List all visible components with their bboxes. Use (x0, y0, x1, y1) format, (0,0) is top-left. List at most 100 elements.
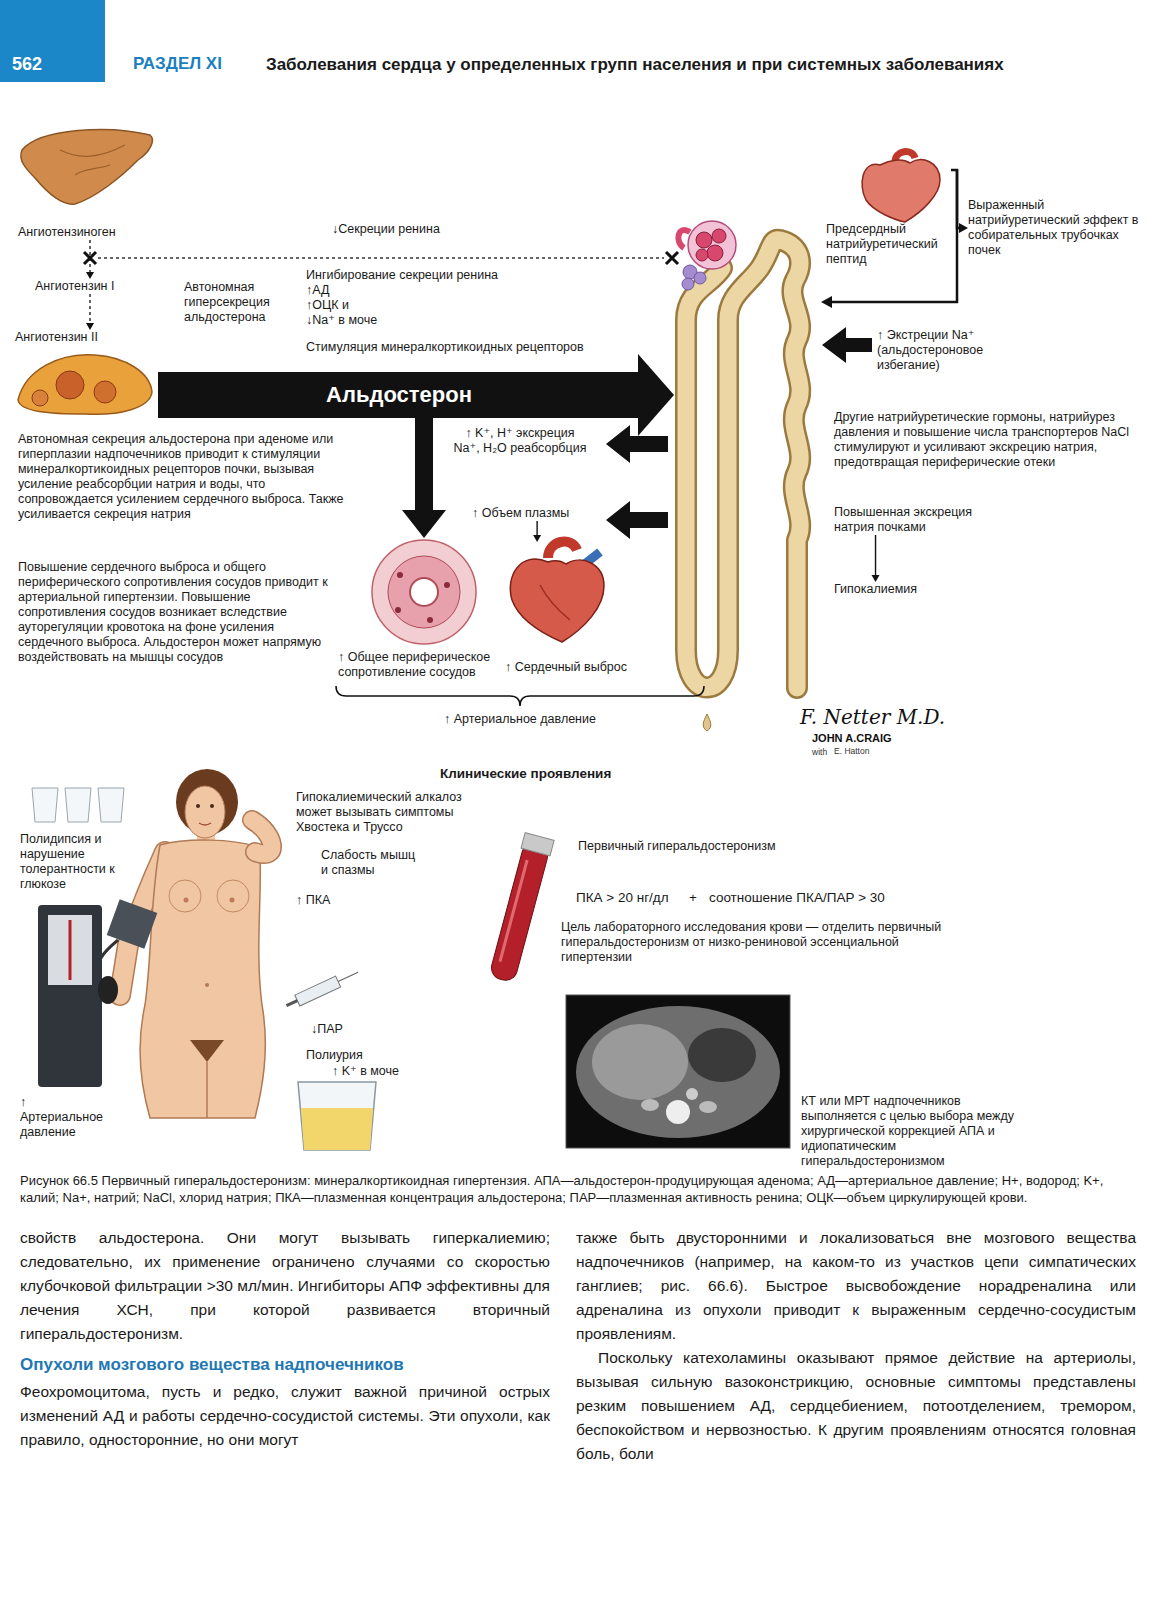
arrow-head (638, 354, 674, 436)
connector-line (415, 418, 433, 516)
arrow-head (86, 272, 94, 279)
annotation: Автономная гиперсекреция альдостерона (184, 280, 279, 325)
block-arrow (606, 425, 668, 463)
juxtaglomerular-cell (694, 272, 706, 284)
text-column: свойств альдостерона. Они могут вызывать… (20, 1226, 550, 1452)
arm-outline (252, 820, 272, 854)
dotted-line (98, 257, 664, 258)
torso (140, 840, 265, 1118)
vessel-lumen (410, 578, 438, 606)
annotation: Ингибирование секреции ренина (306, 268, 498, 283)
syringe-barrel (295, 976, 341, 1006)
effect-note: Выраженный натрийуретический эффект в со… (968, 198, 1148, 258)
face (185, 786, 225, 838)
water-glass (65, 788, 91, 822)
water-glass (32, 788, 58, 822)
annotation: ↑ОЦК и (306, 298, 349, 313)
node-text: ↑ Объем плазмы (472, 506, 569, 521)
arrow-connector (402, 418, 446, 538)
excretion-note: Повышенная экскреция натрия почками (834, 505, 1014, 535)
tube-cap (521, 833, 554, 856)
aorta (548, 542, 577, 558)
ct-liver (592, 1024, 688, 1100)
annotation: Цель лабораторного исследования крови — … (561, 920, 946, 965)
body-text: Феохромоцитома, пусть и редко, служит ва… (20, 1380, 550, 1452)
water-glass (98, 788, 124, 822)
connector-line (536, 521, 537, 536)
ct-scan (566, 995, 790, 1148)
connector-line (875, 535, 876, 576)
annotation: ↑ ПКА (296, 893, 330, 908)
lab-criterion: ПКА > 20 нг/дл (576, 890, 669, 906)
leg-line (206, 1062, 208, 1118)
annotation: ↓Na⁺ в моче (306, 313, 377, 328)
atrial-heart: Предсердный натрийуретический пептид (826, 150, 951, 267)
body-text: свойств альдостерона. Они могут вызывать… (20, 1226, 550, 1346)
cell-nucleus (397, 572, 403, 578)
adenoma-nodule (32, 390, 48, 406)
syringe-needle (338, 972, 358, 981)
capillary-loop (707, 245, 723, 261)
tube-highlight (500, 860, 527, 961)
arrow-connector (951, 170, 968, 233)
annotation: ↑ Экстреции Na⁺ (альдостероновое избеган… (877, 328, 1027, 373)
cell-nucleus (444, 582, 450, 588)
heart-output: ↑ Сердечный выброс (505, 542, 670, 675)
urine (301, 1108, 373, 1150)
gauge (48, 915, 92, 985)
heart-drawing (862, 160, 940, 222)
plasma-volume: ↑ Объем плазмы (472, 506, 569, 521)
annotation: ↓Секреции ренина (332, 222, 440, 237)
tubule-outline (686, 240, 800, 688)
section-heading: Клинические проявления (440, 766, 611, 782)
nipple (184, 898, 189, 903)
node-text: Гипокалиемия (834, 582, 917, 597)
eye (196, 804, 200, 808)
text-column: также быть двусторонними и локализоватьс… (576, 1226, 1136, 1466)
hormone-band: Альдостерон (158, 372, 640, 418)
arrow-head (402, 510, 446, 538)
node-text: Повышенная экскреция натрия почками (834, 505, 1014, 535)
syringe (284, 967, 361, 1011)
arrow-connector (86, 294, 94, 330)
arm (252, 820, 272, 854)
node-text: Ангиотензин II (15, 330, 160, 345)
arrow-head (872, 575, 880, 582)
navel (205, 983, 209, 987)
urine-beaker (298, 1082, 376, 1150)
page-number: 562 (12, 54, 42, 74)
juxtaglomerular-cell (682, 278, 694, 290)
signature: with (812, 747, 827, 757)
capillary-loop (696, 249, 708, 261)
annotation: Полидипсия и нарушение толерантности к г… (20, 832, 132, 892)
running-header: Заболевания сердца у определенных групп … (266, 55, 1004, 75)
body-text: также быть двусторонними и локализоватьс… (576, 1226, 1136, 1346)
breast (217, 880, 249, 912)
ct-body (576, 1006, 780, 1138)
annotation: Стимуляция минералкортикоидных рецепторо… (306, 340, 584, 355)
arrow-head (821, 296, 832, 308)
nipple (230, 898, 235, 903)
annotation: ↑ Артериальное давление (20, 1095, 110, 1140)
result-label: Гипокалиемия (834, 582, 917, 597)
arrow-connector (533, 521, 541, 542)
signature: F. Netter M.D. (800, 706, 945, 728)
annotation: Другие натрийуретические гормоны, натрий… (834, 410, 1139, 470)
section-heading: Опухоли мозгового вещества надпочечников (20, 1354, 550, 1376)
arrow-head (533, 535, 541, 542)
vessel-section: ↑ Общее периферическое сопротивление сос… (338, 538, 510, 680)
node-text: Ангиотензиноген (18, 225, 158, 240)
annotation: Слабость мышц и спазмы (321, 848, 421, 878)
connector-line (951, 170, 961, 228)
heart-groove (540, 585, 570, 620)
lab-criterion: соотношение ПКА/ПАР > 30 (709, 890, 885, 906)
annotation: ↓ПАР (311, 1022, 343, 1037)
annotation: ↑ K⁺, H⁺ экскреция Na⁺, H₂O реабсорбция (452, 426, 588, 456)
capillary-loop (712, 229, 726, 243)
connector-line (89, 294, 90, 324)
block-arrow (822, 327, 872, 363)
annotation: Автономная секреция альдостерона при аде… (18, 432, 363, 522)
liver-organ: Ангиотензиноген (18, 128, 158, 240)
cell-nucleus (427, 617, 433, 623)
